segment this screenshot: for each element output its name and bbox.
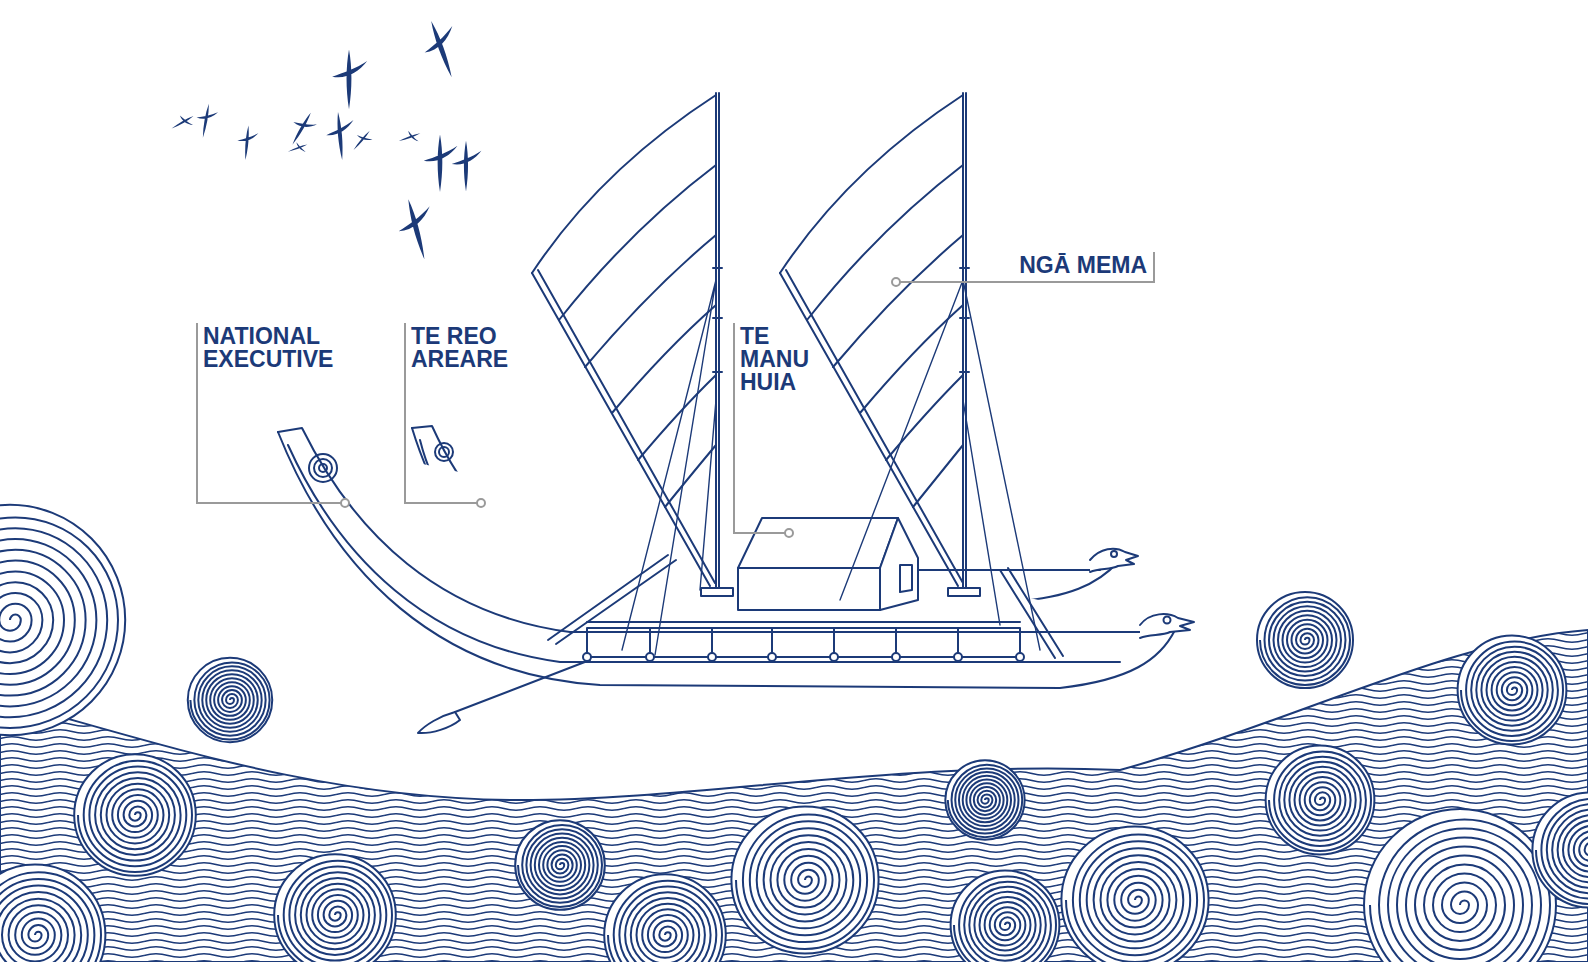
- callout-label: TE MANU HUIA: [740, 325, 820, 394]
- bird-flock: [168, 15, 481, 264]
- callout-label: TE REO AREARE: [411, 325, 523, 371]
- waka-canoe: [278, 93, 1194, 733]
- leader-lines: [197, 252, 1154, 537]
- callout-label: NATIONAL EXECUTIVE: [203, 325, 353, 371]
- callout-label: NGĀ MEMA: [947, 254, 1147, 277]
- ocean-waves: [0, 505, 1588, 962]
